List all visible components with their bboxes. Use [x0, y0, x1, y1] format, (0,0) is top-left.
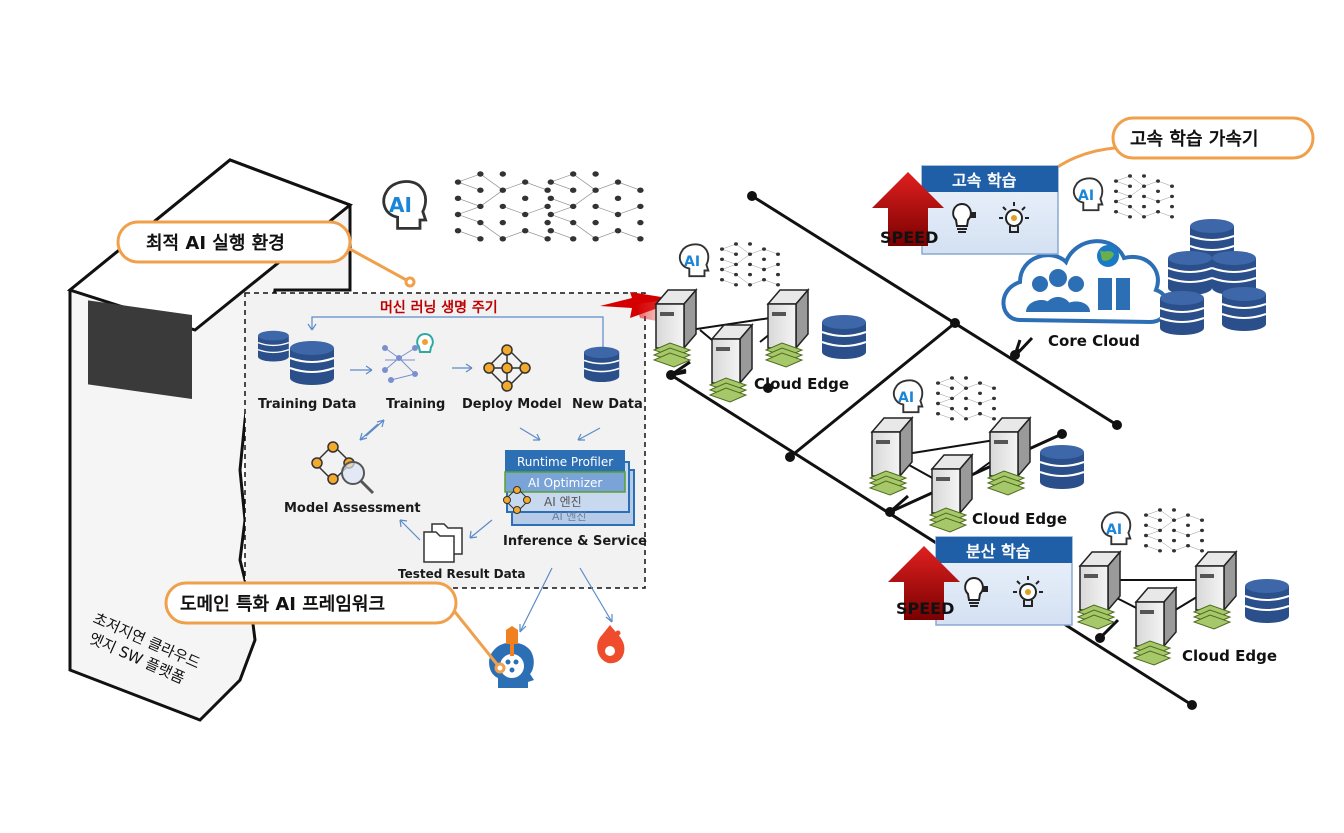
- training-data-label: Training Data: [258, 397, 356, 412]
- ai-badge: AI: [1106, 522, 1122, 538]
- lightbulb-icon: [964, 577, 988, 607]
- cloud-edge-3-label: Cloud Edge: [1182, 647, 1277, 665]
- new-data-label: New Data: [572, 397, 643, 412]
- neural-net-icon: [453, 170, 645, 243]
- fast-training-panel: [921, 165, 1059, 255]
- ai-badge: AI: [898, 390, 914, 406]
- callout-optimal-env-label: 최적 AI 실행 환경: [146, 232, 285, 254]
- core-cloud-label: Core Cloud: [1048, 332, 1140, 350]
- database-icon: [1244, 578, 1290, 624]
- server-icon: [869, 417, 913, 496]
- cloud-edge-1: AI: [653, 241, 867, 403]
- deploy-model-icon: [483, 344, 531, 392]
- cloud-edge-2: AI: [869, 375, 1085, 533]
- cloud-edge-1-label: Cloud Edge: [754, 375, 849, 393]
- users-icon: [1026, 269, 1090, 312]
- server-icon: [1193, 551, 1237, 630]
- lightbulb-icon: [952, 203, 976, 233]
- server-icon: [765, 289, 809, 368]
- neural-net-icon: [935, 375, 997, 421]
- callout-domain-framework: [164, 581, 506, 674]
- neural-net-icon: [1113, 173, 1175, 219]
- speed-arrow-icon: [872, 172, 944, 246]
- ai-badge-main: AI: [389, 193, 412, 217]
- ai-engine-icon: [503, 486, 531, 514]
- distributed-training-panel: [935, 536, 1073, 626]
- new-data-db-icon: [583, 345, 621, 383]
- cloud-edge-3: AI: [1077, 507, 1290, 666]
- tower-vent: [88, 300, 192, 399]
- ai-badge: AI: [684, 254, 700, 270]
- server-icon: [653, 289, 697, 368]
- core-cloud: AI: [1001, 173, 1267, 336]
- distributed-training-title: 분산 학습: [966, 542, 1031, 561]
- runtime-profiler-label: Runtime Profiler: [517, 455, 613, 469]
- ai-engine-back-label: AI 엔진: [552, 510, 587, 523]
- fast-training-title: 고속 학습: [952, 171, 1017, 190]
- training-label: Training: [386, 397, 445, 412]
- speed-label-1: SPEED: [880, 228, 938, 247]
- server-icon: [929, 454, 973, 533]
- folder-icon: [423, 523, 463, 563]
- server-icon: [987, 417, 1031, 496]
- server-icon: [1133, 587, 1177, 666]
- ai-engine-label: AI 엔진: [544, 495, 582, 509]
- tensorflow-head-icon: [489, 626, 534, 688]
- speed-label-2: SPEED: [896, 599, 954, 618]
- training-icon: [382, 332, 434, 383]
- database-icon: [1039, 444, 1085, 490]
- neural-net-icon: [719, 241, 781, 287]
- callout-domain-framework-label: 도메인 특화 AI 프레임워크: [180, 593, 385, 615]
- model-assessment-label: Model Assessment: [284, 501, 421, 516]
- database-stack-icon: [1159, 218, 1267, 336]
- pytorch-flame-icon: [597, 625, 625, 664]
- deploy-model-label: Deploy Model: [462, 397, 562, 412]
- tested-result-label: Tested Result Data: [398, 567, 526, 581]
- lifecycle-arrows: [307, 316, 613, 633]
- cloud-edge-2-label: Cloud Edge: [972, 510, 1067, 528]
- database-icon: [821, 314, 867, 360]
- ai-badge: AI: [1078, 188, 1094, 204]
- globe-icon: [1097, 245, 1119, 267]
- callout-optimal-env: [116, 220, 416, 288]
- lifecycle-title: 머신 러닝 생명 주기: [380, 299, 498, 316]
- inference-label: Inference & Service: [503, 534, 647, 549]
- server-icon: [1077, 551, 1121, 630]
- neural-net-icon: [1143, 507, 1205, 553]
- ai-optimizer-label: AI Optimizer: [528, 476, 602, 490]
- speed-arrow-icon: [888, 546, 960, 620]
- server-rack-icon: [1098, 278, 1130, 310]
- model-assessment-icon: [311, 441, 375, 495]
- server-icon: [709, 324, 753, 403]
- callout-fast-accelerator-label: 고속 학습 가속기: [1130, 128, 1258, 150]
